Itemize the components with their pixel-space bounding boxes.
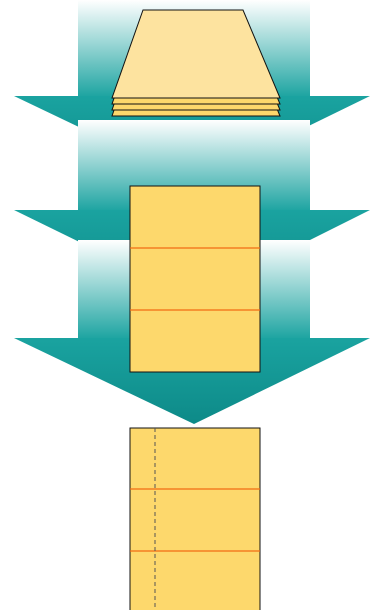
folded-sheet-icon [129, 185, 261, 373]
paper-stack-sheet-1 [111, 9, 281, 99]
paper-stack-icon [111, 9, 281, 117]
bound-sheet-icon [129, 427, 261, 610]
bound-sheet-body [129, 427, 261, 610]
arrow-3-head [14, 338, 370, 424]
folded-sheet-body [129, 185, 261, 373]
